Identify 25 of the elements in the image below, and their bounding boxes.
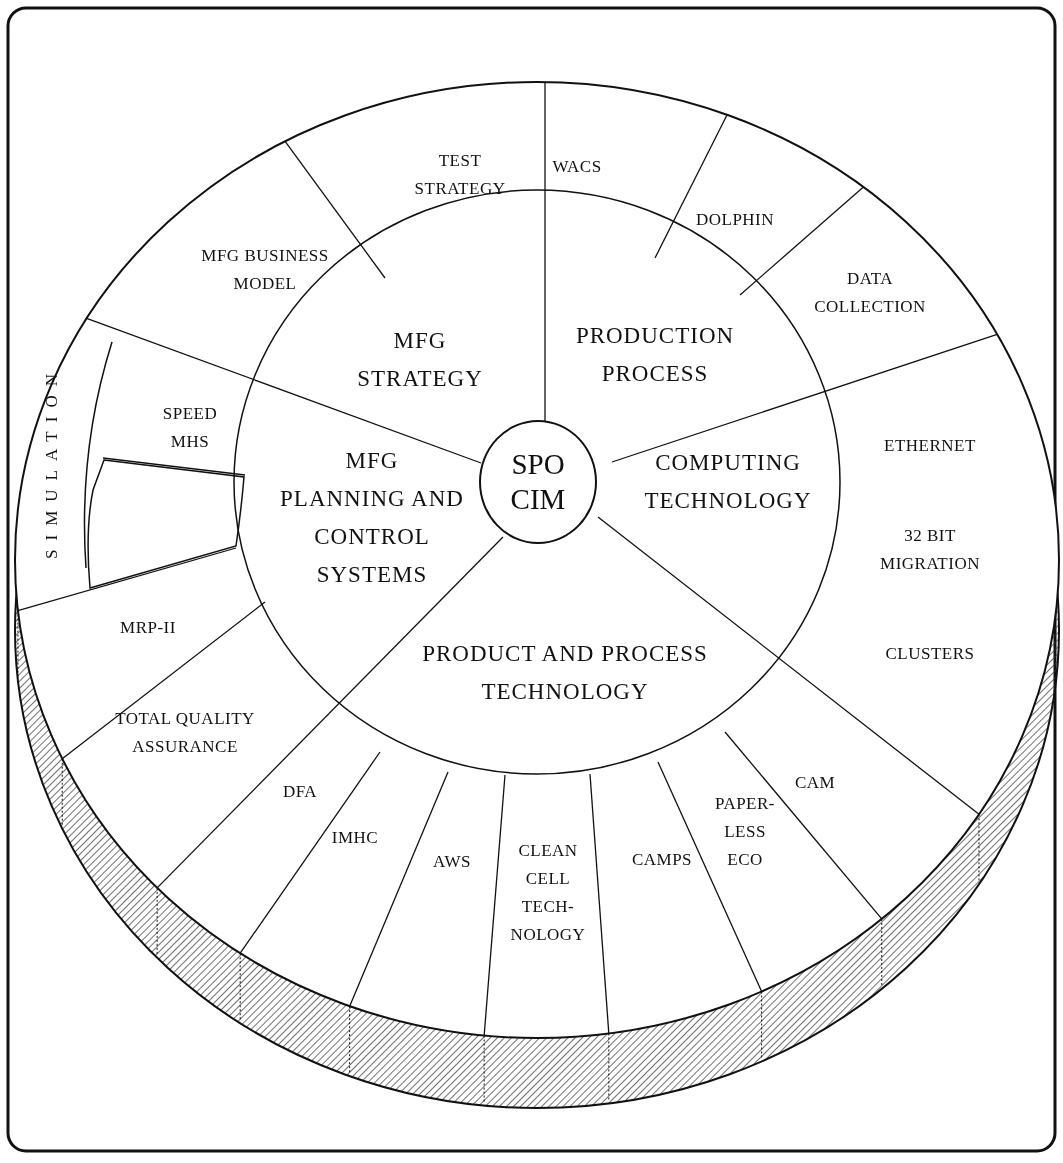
sector-label: MFG PLANNING AND CONTROL SYSTEMS: [279, 442, 465, 594]
sector-label: PRODUCTION PROCESS: [555, 317, 755, 393]
sector-label: DOLPHIN: [685, 206, 785, 234]
empty-sector: [87, 459, 245, 589]
sector-label: ETHERNET: [884, 434, 976, 457]
sector-label: IMHC: [320, 824, 390, 852]
sector-label: TEST STRATEGY: [395, 146, 525, 204]
sector-label: PRODUCT AND PROCESS TECHNOLOGY: [420, 635, 710, 711]
sector-label: SPEED MHS: [150, 399, 230, 457]
sector-label: MFG STRATEGY: [340, 322, 500, 398]
sector-label: CAMPS: [627, 846, 697, 874]
group-label: SIMULATION: [42, 365, 62, 559]
sector-label: DFA: [275, 778, 325, 806]
sector-label: CAM: [785, 769, 845, 797]
sector-label: DATA COLLECTION: [795, 264, 945, 322]
sector-label: PAPER- LESS ECO: [705, 789, 785, 875]
sector-label: MRP-II: [103, 614, 193, 642]
sector-label: AWS: [422, 848, 482, 876]
sector-label: COMPUTING TECHNOLOGY: [613, 444, 843, 520]
sector-label: WACS: [537, 153, 617, 181]
sector-label: TOTAL QUALITY ASSURANCE: [115, 704, 255, 762]
sector-label: MFG BUSINESS MODEL: [200, 241, 330, 299]
sector-label: CLUSTERS: [885, 643, 975, 666]
sector-label: CLEAN CELL TECH- NOLOGY: [503, 836, 593, 950]
sector-label: 32 BIT MIGRATION: [879, 524, 981, 575]
